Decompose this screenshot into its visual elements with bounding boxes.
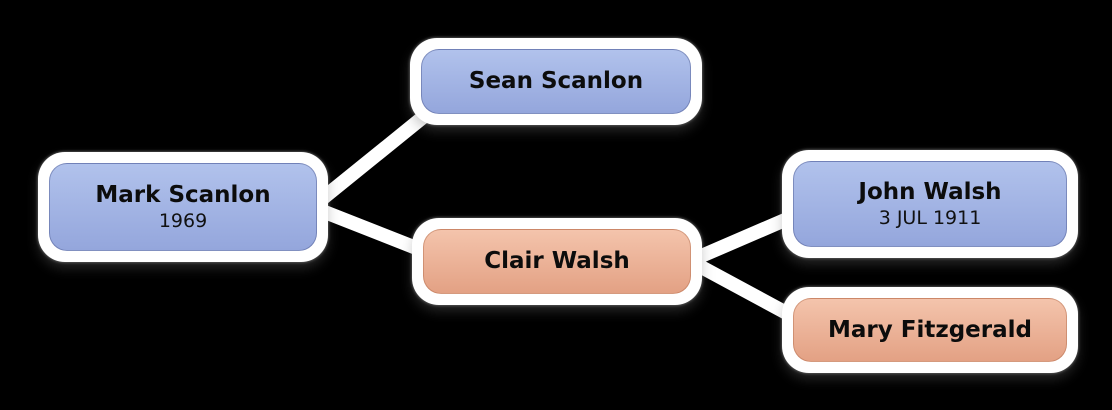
person-name: Mark Scanlon	[95, 181, 271, 208]
person-name: Mary Fitzgerald	[827, 316, 1032, 343]
person-node-sean-scanlon[interactable]: Sean Scanlon	[410, 38, 702, 125]
person-name: Clair Walsh	[484, 248, 630, 275]
person-node-clair-walsh[interactable]: Clair Walsh	[412, 218, 702, 305]
person-card: John Walsh 3 JUL 1911	[793, 161, 1067, 247]
person-card: Sean Scanlon	[421, 49, 691, 114]
person-birth-year: 1969	[158, 209, 208, 232]
person-node-john-walsh[interactable]: John Walsh 3 JUL 1911	[782, 150, 1078, 258]
person-card: Clair Walsh	[423, 229, 691, 294]
person-name: John Walsh	[858, 178, 1002, 205]
person-node-mary-fitzgerald[interactable]: Mary Fitzgerald	[782, 287, 1078, 373]
person-card: Mary Fitzgerald	[793, 298, 1067, 362]
person-name: Sean Scanlon	[468, 68, 644, 95]
person-node-mark-scanlon[interactable]: Mark Scanlon 1969	[38, 152, 328, 262]
person-card: Mark Scanlon 1969	[49, 163, 317, 251]
person-birth-date: 3 JUL 1911	[878, 206, 982, 229]
